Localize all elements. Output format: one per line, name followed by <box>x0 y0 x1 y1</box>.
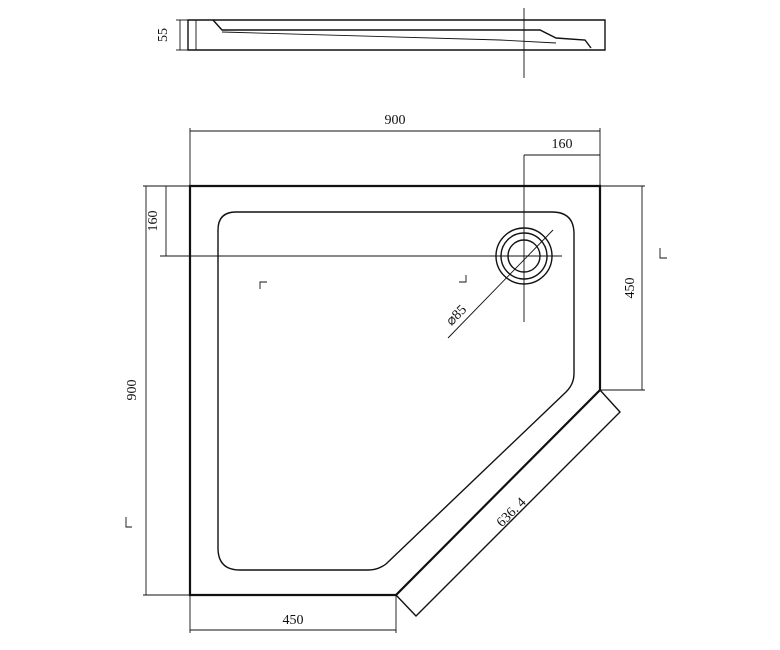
waste-diameter-leader <box>447 229 554 339</box>
overall-depth-label: 900 <box>125 380 140 401</box>
bottom-side-length-label: 450 <box>283 613 304 628</box>
profile-inner-basin <box>212 19 592 49</box>
corner-mark-lower-left <box>125 517 132 528</box>
waste-outlet: ⌀85 <box>160 155 562 339</box>
side-profile-view: 55 <box>156 8 606 78</box>
waste-offset-y-label: 160 <box>146 211 161 232</box>
waste-offset-x-label: 160 <box>552 137 573 152</box>
plan-view: ⌀85 900 160 900 160 450 450 636. 4 <box>125 113 667 633</box>
corner-mark-left <box>259 281 267 289</box>
front-diagonal-panel <box>395 388 621 618</box>
corner-mark-mid <box>459 275 467 283</box>
tray-outer-outline <box>188 184 602 597</box>
overall-width-label: 900 <box>385 113 406 128</box>
profile-basin-floor <box>221 31 557 44</box>
tray-inner-basin <box>217 211 575 571</box>
waste-diameter-label: ⌀85 <box>444 303 470 329</box>
right-side-length-label: 450 <box>623 278 638 299</box>
profile-height-label: 55 <box>156 28 171 42</box>
corner-mark-right <box>659 248 667 259</box>
diagonal-length-label: 636. 4 <box>494 495 529 530</box>
profile-outline <box>187 19 606 51</box>
